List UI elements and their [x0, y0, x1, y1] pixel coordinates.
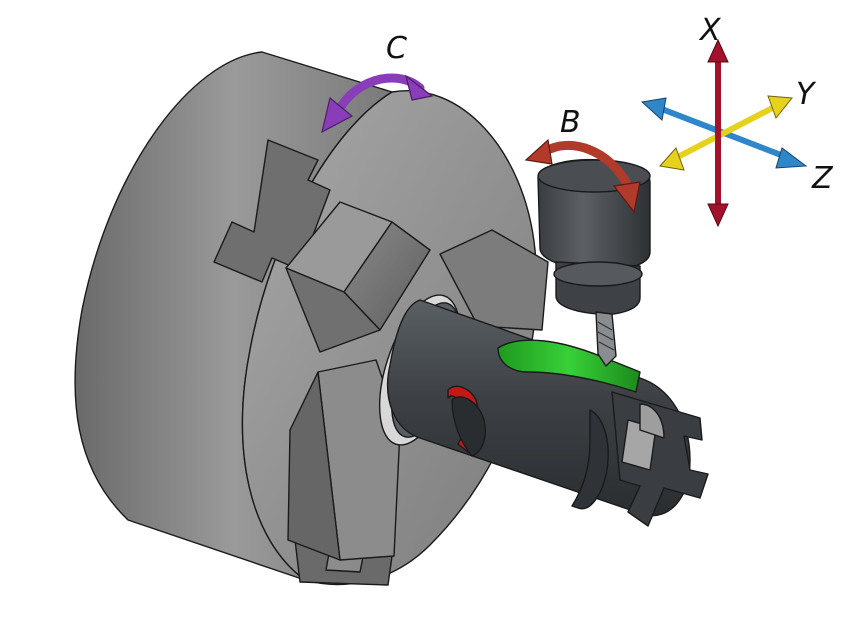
chuck-jaws — [285, 201, 549, 561]
label-rotation-c: C — [386, 31, 407, 66]
jaw-right — [439, 229, 549, 331]
label-axis-y: Y — [796, 77, 817, 112]
arrowhead-c-left — [321, 96, 354, 134]
axis-triad — [640, 38, 808, 228]
jaw-lower-side — [287, 371, 341, 561]
axis-z-arrowhead-end — [775, 147, 808, 169]
label-axis-x: X — [698, 13, 722, 48]
tube-window — [639, 403, 665, 439]
workpiece-tube — [378, 294, 709, 527]
axis-y-line — [670, 101, 782, 163]
axis-y-arrowhead-end — [767, 95, 793, 120]
arc-b — [539, 140, 633, 191]
arrowhead-c-right — [404, 74, 434, 101]
cutting-tool — [595, 311, 617, 367]
arrowhead-b-left — [524, 138, 553, 165]
axis-x-arrowhead-start — [707, 203, 729, 228]
rotation-arrow-c — [321, 73, 434, 134]
label-rotation-b: B — [560, 105, 581, 140]
axis-y-arrowhead-start — [659, 147, 685, 171]
rotation-arrow-b — [524, 138, 641, 214]
tube-end-groove — [571, 409, 609, 510]
arrowhead-b-right — [612, 181, 641, 214]
machined-pocket-green — [497, 339, 641, 393]
jaw-upper-side — [285, 267, 381, 353]
axis-x-arrowhead-end — [707, 38, 729, 63]
chuck-slot-top — [213, 139, 331, 283]
label-axis-z: Z — [811, 161, 834, 196]
axis-z-arrowhead-start — [640, 97, 667, 121]
spindle-ring — [553, 261, 643, 287]
hole-outline — [451, 396, 486, 457]
tool-flutes — [597, 321, 615, 351]
